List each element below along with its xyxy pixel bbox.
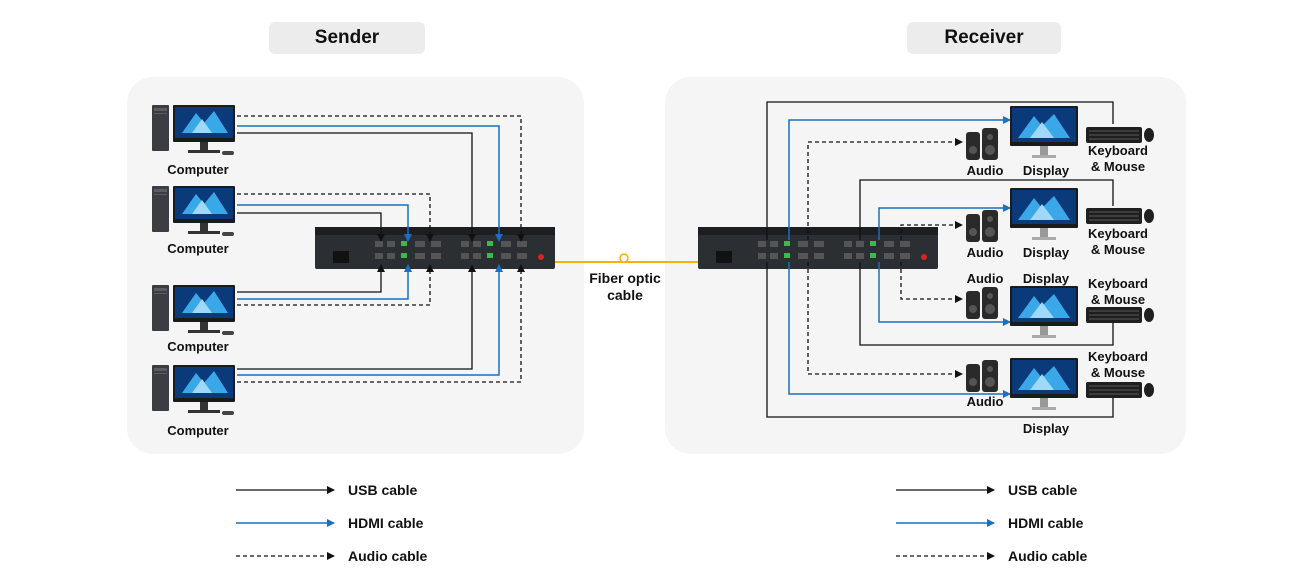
r-loop-outer-usb-2 (766, 262, 1114, 418)
r4-audio-cable (807, 262, 963, 378)
r1-audio-cable (807, 138, 963, 240)
audio-1-label: Audio (966, 163, 1004, 178)
r3-audio-cable (900, 262, 963, 303)
r1-hdmi-cable (788, 116, 1011, 240)
r3-hdmi-cable (878, 262, 1011, 326)
computer-2-label: Computer (167, 241, 229, 256)
audio-4-label: Audio (966, 394, 1004, 409)
c4-audio-cable (237, 264, 525, 383)
legend-left-hdmi-label: HDMI cable (348, 515, 424, 531)
keyboard-mouse-1-icon (1086, 127, 1154, 143)
audio-3-label: Audio (966, 271, 1004, 286)
c1-audio-cable (237, 115, 525, 242)
c4-usb-cable (237, 264, 476, 370)
display-1-label: Display (1022, 163, 1070, 178)
keyboard-1-label: Keyboard & Mouse (1088, 143, 1148, 174)
display-4-icon (1010, 358, 1078, 410)
audio-2-label: Audio (966, 245, 1004, 260)
legend-right-hdmi-label: HDMI cable (1008, 515, 1084, 531)
computer-3-label: Computer (167, 339, 229, 354)
legend-left-audio-label: Audio cable (348, 548, 428, 564)
r-loop-inner-usb-2 (859, 262, 1114, 346)
computer-3-icon (152, 285, 235, 335)
speaker-1-icon (966, 128, 998, 160)
c1-usb-cable (237, 132, 476, 242)
sender-title: Sender (269, 22, 425, 54)
computer-4-icon (152, 365, 235, 415)
fiber-connector-icon (619, 253, 629, 263)
keyboard-2-label: Keyboard & Mouse (1088, 226, 1148, 257)
c3-usb-cable (237, 264, 385, 293)
r-loop-outer-usb (766, 101, 1114, 240)
speaker-2-icon (966, 210, 998, 242)
c3-hdmi-cable (237, 264, 412, 300)
display-2-icon (1010, 188, 1078, 240)
c4-hdmi-cable (237, 264, 503, 376)
legend-left-usb-label: USB cable (348, 482, 418, 498)
display-4-label: Display (1022, 421, 1070, 436)
keyboard-4-label: Keyboard & Mouse (1088, 349, 1148, 380)
receiver-title: Receiver (907, 22, 1061, 54)
speaker-4-icon (966, 360, 998, 392)
c3-audio-cable (237, 264, 434, 306)
display-1-icon (1010, 106, 1078, 158)
r2-audio-cable (900, 221, 963, 240)
display-3-icon (1010, 286, 1078, 338)
receiver-extender-device-icon (698, 227, 938, 269)
display-2-label: Display (1022, 245, 1070, 260)
computer-2-icon (152, 186, 235, 236)
display-3-label: Display (1022, 271, 1070, 286)
keyboard-3-label: Keyboard & Mouse (1088, 276, 1148, 307)
c2-hdmi-cable (237, 204, 412, 242)
r2-hdmi-cable (878, 204, 1011, 240)
legend-right-audio-label: Audio cable (1008, 548, 1088, 564)
keyboard-mouse-4-icon (1086, 382, 1154, 398)
keyboard-mouse-2-icon (1086, 208, 1154, 224)
legend-right-usb-label: USB cable (1008, 482, 1078, 498)
computer-1-icon (152, 105, 235, 155)
computer-4-label: Computer (167, 423, 229, 438)
keyboard-mouse-3-icon (1086, 307, 1154, 323)
r-loop-inner-usb (859, 179, 1114, 240)
c1-hdmi-cable (237, 125, 503, 242)
fiber-optic-label: Fiber optic cable (589, 270, 661, 303)
speaker-3-icon (966, 287, 998, 319)
sender-extender-device-icon (315, 227, 555, 269)
r4-hdmi-cable (788, 262, 1011, 398)
c2-audio-cable (237, 193, 434, 242)
computer-1-label: Computer (167, 162, 229, 177)
c2-usb-cable (237, 212, 385, 242)
